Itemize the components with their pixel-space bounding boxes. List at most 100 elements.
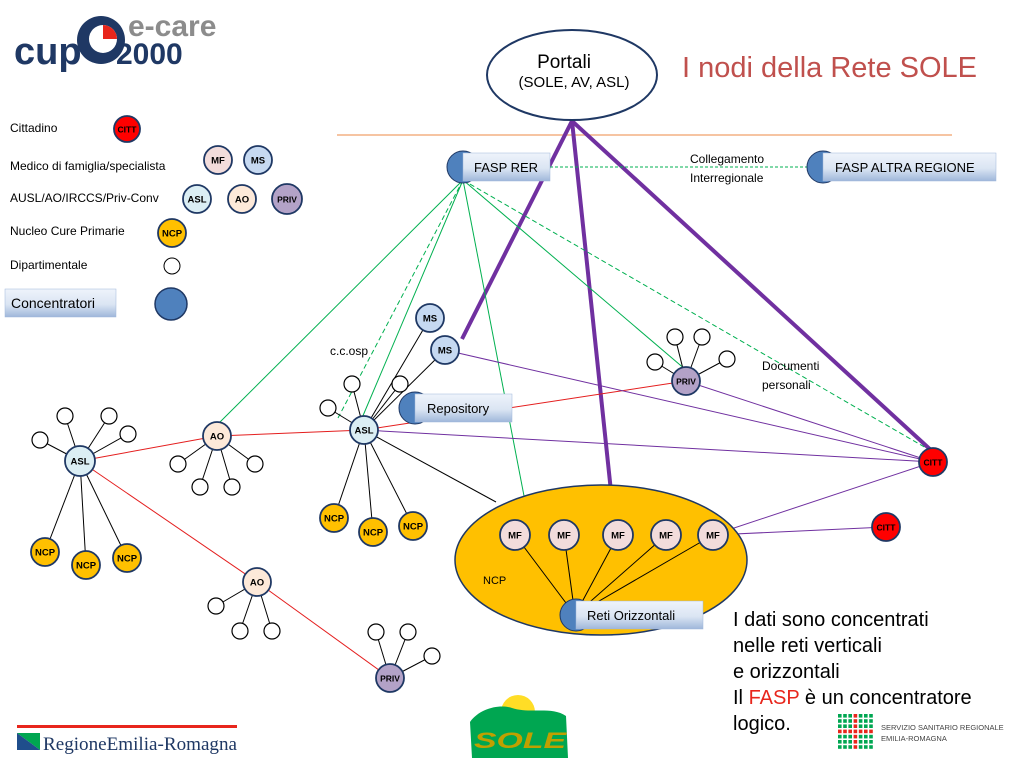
ms-label: MS [251, 156, 265, 167]
priv-circle [271, 183, 303, 215]
asl-circle [182, 184, 212, 214]
node-mf-badge[interactable]: MF [650, 519, 682, 551]
mf-circle [602, 519, 634, 551]
ssr-grid-cell [838, 734, 842, 739]
node-citt-badge[interactable]: CITT [918, 447, 948, 477]
node-ao-badge[interactable]: AO [242, 567, 272, 597]
ssr-grid-cell [858, 745, 863, 749]
node-ms-badge[interactable]: MS [415, 303, 445, 333]
node-citt-badge[interactable]: CITT [871, 512, 901, 542]
summary-line-2: nelle reti verticali [733, 635, 882, 657]
ssr-grid-cell [838, 745, 842, 749]
ssr-grid-cell [858, 724, 863, 728]
legend-ausl: AUSL/AO/IRCCS/Priv-Conv [10, 191, 159, 205]
reti-orizzontali-box[interactable]: Reti Orizzontali [559, 598, 704, 632]
ncp-label: NCP [324, 514, 345, 525]
node-ncp-badge[interactable]: NCP [319, 503, 349, 533]
ssr-grid-cell [858, 729, 863, 734]
repository-box[interactable]: Repository [398, 391, 513, 425]
legend-ao-badge: AO [227, 184, 257, 214]
ssr-grid-cell [869, 745, 873, 749]
mf-circle [548, 519, 580, 551]
mf-circle [203, 145, 233, 175]
legend: Cittadino Medico di famiglia/specialista… [4, 121, 188, 321]
node-priv-badge[interactable]: PRIV [375, 663, 405, 693]
ssr-grid-cell [864, 740, 868, 744]
ao-label: AO [235, 195, 249, 206]
ssr-grid-cell [853, 734, 858, 739]
fasp-rer-box[interactable]: FASP RER [446, 150, 551, 184]
servizio-line-1: SERVIZIO SANITARIO REGIONALE [881, 723, 1004, 732]
ncp-circle [157, 218, 187, 248]
node-ncp-badge[interactable]: NCP [71, 550, 101, 580]
ssr-grid-cell [848, 734, 852, 739]
ncp-area-label: NCP [483, 575, 506, 587]
ccosp-label: c.c.osp [330, 344, 368, 358]
node-ncp-badge[interactable]: NCP [30, 537, 60, 567]
ms-circle [430, 335, 460, 365]
priv-circle [375, 663, 405, 693]
ms-label: MS [423, 314, 437, 325]
ssr-grid-cell [843, 745, 847, 749]
ncp-label: NCP [76, 561, 97, 572]
mf-label: MF [659, 531, 673, 542]
mf-label: MF [211, 156, 225, 167]
portali-subtitle: (SOLE, AV, ASL) [519, 74, 630, 91]
legend-ms-badge: MS [243, 145, 273, 175]
ncp-circle [112, 543, 142, 573]
mf-circle [650, 519, 682, 551]
mf-label: MF [508, 531, 522, 542]
fasp-altra-regione-box[interactable]: FASP ALTRA REGIONE [806, 150, 997, 184]
citt-circle [871, 512, 901, 542]
servizio-line-2: EMILIA-ROMAGNA [881, 734, 947, 743]
servizio-sanitario-logo: SERVIZIO SANITARIO REGIONALE EMILIA-ROMA… [838, 714, 1004, 749]
ssr-grid-cell [869, 714, 873, 718]
reti-orizzontali-label: Reti Orizzontali [587, 608, 675, 623]
ssr-grid-cell [853, 729, 858, 734]
legend-medico: Medico di famiglia/specialista [10, 159, 166, 173]
ncp-label: NCP [363, 528, 384, 539]
node-ncp-badge[interactable]: NCP [112, 543, 142, 573]
asl-circle [349, 415, 379, 445]
portali-title: Portali [537, 52, 591, 73]
node-priv-badge[interactable]: PRIV [671, 366, 701, 396]
node-mf-badge[interactable]: MF [548, 519, 580, 551]
node-asl-badge[interactable]: ASL [64, 445, 96, 477]
node-mf-badge[interactable]: MF [602, 519, 634, 551]
node-ncp-badge[interactable]: NCP [398, 511, 428, 541]
sole-logo: SOLE [470, 695, 568, 758]
ao-circle [227, 184, 257, 214]
mf-circle [697, 519, 729, 551]
mf-label: MF [557, 531, 571, 542]
citt-label: CITT [877, 523, 897, 533]
ssr-grid-cell [853, 745, 858, 749]
logo-ecare-text: e-care [128, 10, 216, 43]
ssr-grid-cell [869, 734, 873, 739]
portali-node[interactable]: Portali (SOLE, AV, ASL) [486, 29, 658, 121]
node-asl-badge[interactable]: ASL [349, 415, 379, 445]
ssr-grid-cell [853, 714, 858, 718]
ssr-grid-cell [869, 724, 873, 728]
repository-label: Repository [427, 401, 490, 416]
summary-line-4-post: è un concentratore [799, 687, 972, 709]
node-ao-badge[interactable]: AO [202, 421, 232, 451]
ssr-grid-cell [843, 734, 847, 739]
documenti-label-2: personali [762, 378, 811, 392]
node-mf-badge[interactable]: MF [499, 519, 531, 551]
legend-concentratori: Concentratori [11, 295, 95, 311]
ncp-circle [358, 517, 388, 547]
node-ms-badge[interactable]: MS [430, 335, 460, 365]
fasp-rer-label: FASP RER [474, 160, 538, 175]
node-mf-badge[interactable]: MF [697, 519, 729, 551]
legend-dipartimentale-circle [163, 257, 181, 275]
legend-ncp-badge: NCP [157, 218, 187, 248]
legend-dipartimentale: Dipartimentale [10, 258, 88, 272]
ncp-label: NCP [35, 548, 56, 559]
summary-line-5: logico. [733, 713, 791, 735]
collegamento-label-2: Interregionale [690, 171, 764, 185]
ssr-grid-cell [848, 740, 852, 744]
ssr-grid-cell [838, 724, 842, 728]
ssr-grid-cell [848, 714, 852, 718]
node-ncp-badge[interactable]: NCP [358, 517, 388, 547]
summary-line-4: Il FASP è un concentratore [733, 685, 972, 711]
